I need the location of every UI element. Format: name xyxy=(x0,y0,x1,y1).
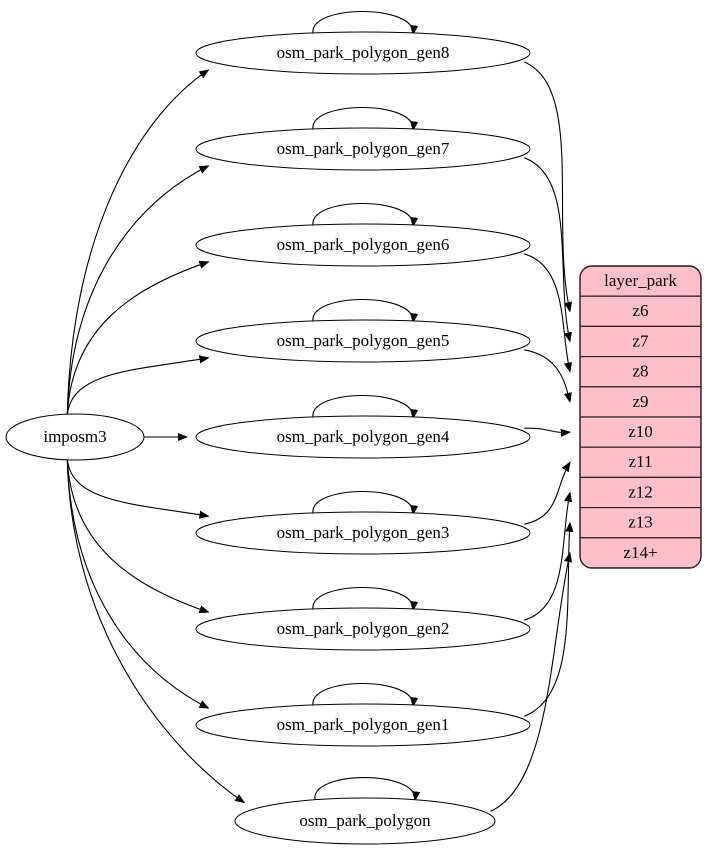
node-gen1-label: osm_park_polygon_gen1 xyxy=(277,715,450,734)
node-gen3-label: osm_park_polygon_gen3 xyxy=(277,523,450,542)
node-gen8-label: osm_park_polygon_gen8 xyxy=(277,43,450,62)
node-gen7-label: osm_park_polygon_gen7 xyxy=(277,139,450,158)
record-row-label-z12: z12 xyxy=(628,482,653,501)
node-gen6-shape[interactable] xyxy=(195,223,531,267)
edge-imposm3-to-gen1 xyxy=(66,458,208,709)
edge-gen7-to-z7 xyxy=(523,157,570,342)
edge-layer xyxy=(66,11,570,812)
node-gen4-label: osm_park_polygon_gen4 xyxy=(277,427,450,446)
record-row-label-z14+: z14+ xyxy=(623,543,657,562)
record-row-label-z11: z11 xyxy=(629,452,653,471)
edge-imposm3-to-gen6 xyxy=(66,262,208,416)
node-gen3-shape[interactable] xyxy=(195,511,531,555)
edge-imposm3-to-gen5 xyxy=(66,358,208,416)
self-loop-gen4 xyxy=(312,395,413,418)
node-gen2-label: osm_park_polygon_gen2 xyxy=(277,619,450,638)
self-loop-gen3 xyxy=(312,491,413,514)
edge-imposm3-to-gen8 xyxy=(66,70,208,416)
node-base-label: osm_park_polygon xyxy=(299,811,431,830)
record-row-label-z10: z10 xyxy=(628,422,653,441)
node-gen4-shape[interactable] xyxy=(195,415,531,459)
edge-gen5-to-z9 xyxy=(524,349,570,402)
record-row-label-z8: z8 xyxy=(632,362,648,381)
record-row-label-z7: z7 xyxy=(632,331,649,350)
record-outline xyxy=(579,265,702,569)
edge-imposm3-to-base xyxy=(66,458,244,803)
record-row-z12[interactable] xyxy=(580,476,701,509)
self-loop-gen7 xyxy=(312,107,413,130)
record-row-z10[interactable] xyxy=(580,416,701,448)
edge-gen6-to-z8 xyxy=(524,253,570,372)
record-row-z6[interactable] xyxy=(580,295,701,328)
edge-imposm3-to-gen7 xyxy=(66,165,208,416)
edge-imposm3-to-gen3 xyxy=(66,458,208,517)
record-row-label-z13: z13 xyxy=(628,513,653,532)
self-loop-gen8 xyxy=(312,11,413,34)
record-row-label-z6: z6 xyxy=(632,301,648,320)
node-gen2-shape[interactable] xyxy=(195,607,531,651)
node-base-shape[interactable] xyxy=(234,797,496,845)
edge-gen3-to-z11 xyxy=(524,462,570,525)
node-gen6-label: osm_park_polygon_gen6 xyxy=(277,235,450,254)
self-loop-gen5 xyxy=(312,299,413,322)
node-layer: imposm3 osm_park_polygon_gen8 osm_park_pol… xyxy=(5,31,531,845)
edge-gen2-to-z12 xyxy=(523,493,570,621)
node-imposm3-shape[interactable] xyxy=(5,413,145,461)
self-loop-base xyxy=(314,777,415,801)
node-gen5-shape[interactable] xyxy=(195,319,531,363)
node-gen8-shape[interactable] xyxy=(195,31,531,75)
record-header-label: layer_park xyxy=(604,271,677,290)
node-gen1-shape[interactable] xyxy=(195,703,531,747)
self-loop-gen6 xyxy=(312,203,413,226)
node-gen5-label: osm_park_polygon_gen5 xyxy=(277,331,450,350)
node-gen7-shape[interactable] xyxy=(195,127,531,171)
edge-base-to-z14+ xyxy=(490,553,570,812)
record-row-label-z9: z9 xyxy=(632,392,648,411)
edge-gen1-to-z13 xyxy=(523,523,570,717)
node-imposm3-label: imposm3 xyxy=(43,427,106,446)
edge-imposm3-to-gen2 xyxy=(66,458,208,613)
self-loop-gen2 xyxy=(312,587,413,610)
self-loop-gen1 xyxy=(312,683,413,706)
edge-gen4-to-z10 xyxy=(524,427,570,432)
edge-gen8-to-z6 xyxy=(523,61,570,311)
layer-park-record[interactable]: layer_park z6 z7 z8 z9 z10 z11 z12 z13 z14+ xyxy=(579,265,702,569)
